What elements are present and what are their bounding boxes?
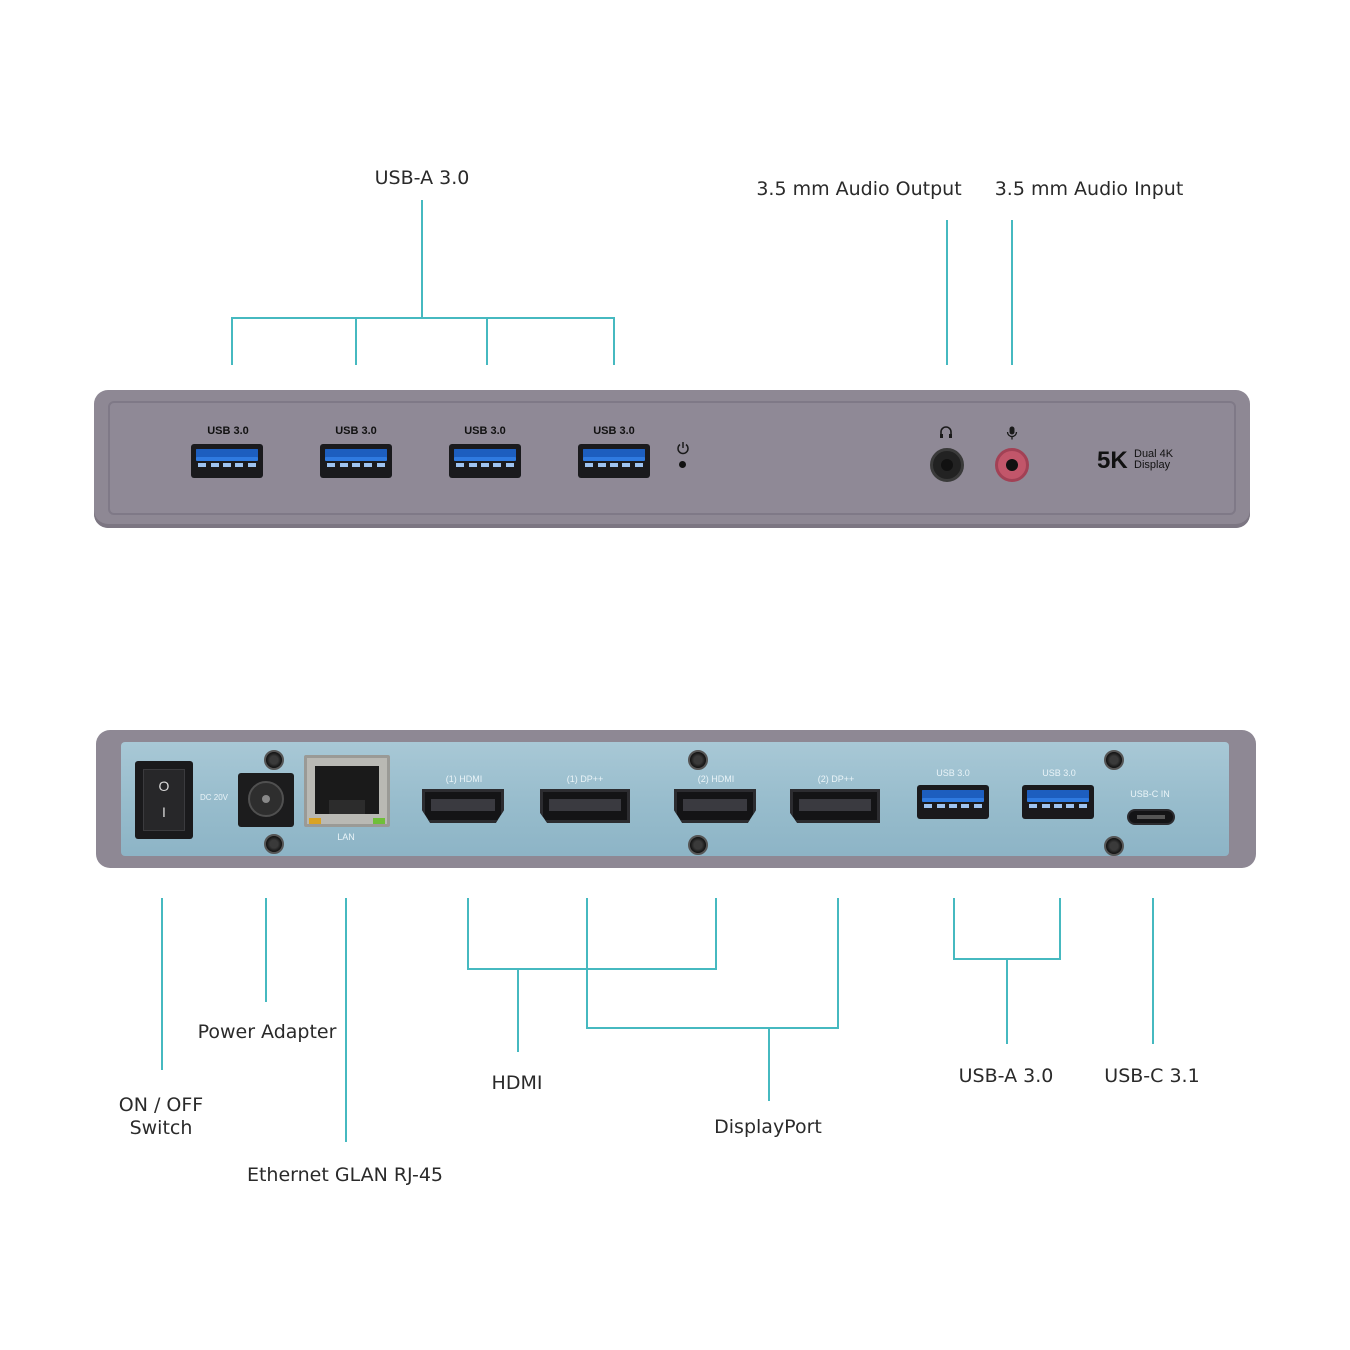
usbc-label: USB-C IN xyxy=(1130,789,1170,799)
switch-on-mark: I xyxy=(162,804,166,820)
audio-output-jack[interactable] xyxy=(930,448,964,482)
dc-label: DC 20V xyxy=(199,793,229,802)
hdmi-leader-bar xyxy=(467,968,717,970)
hdmi-callout: HDMI xyxy=(491,1072,543,1094)
usbc-leader xyxy=(1152,898,1154,1044)
brand-sub-line-1: Dual 4K xyxy=(1134,448,1174,460)
front-usb-leader-1 xyxy=(231,317,233,365)
ethernet-port[interactable] xyxy=(304,755,390,827)
front-usb-leader-3 xyxy=(486,317,488,365)
switch-off-mark: O xyxy=(158,778,170,794)
front-usb-label-2: USB 3.0 xyxy=(335,425,377,437)
rear-usb-leader-trunk xyxy=(1006,958,1008,1044)
rear-usb-port-2[interactable] xyxy=(1022,785,1094,819)
ethernet-callout: Ethernet GLAN RJ-45 xyxy=(246,1164,444,1186)
screw-bottom-usbc xyxy=(1104,836,1124,856)
headphone-icon xyxy=(940,426,952,438)
ethernet-leader xyxy=(345,898,347,1142)
screw-top-center xyxy=(688,750,708,770)
dp-1-label: (1) DP++ xyxy=(566,774,604,784)
dp-leader-trunk xyxy=(768,1027,770,1101)
displayport-1[interactable] xyxy=(540,789,630,823)
front-usb-label-1: USB 3.0 xyxy=(207,425,249,437)
rear-usb-leader-1 xyxy=(953,898,955,960)
power-adapter-leader xyxy=(265,898,267,1002)
usb-c-port[interactable] xyxy=(1127,809,1175,825)
on-off-leader xyxy=(161,898,163,1070)
brand-sub-line-2: Display xyxy=(1134,459,1171,471)
hdmi-2-label: (2) HDMI xyxy=(697,774,735,784)
power-led xyxy=(679,461,686,468)
front-usb-leader-2 xyxy=(355,317,357,365)
lan-led-green xyxy=(373,818,385,824)
usb-c-callout: USB-C 3.1 xyxy=(1104,1065,1200,1087)
front-usb-leader-4 xyxy=(613,317,615,365)
screw-bottom-center xyxy=(688,835,708,855)
dp-2-label: (2) DP++ xyxy=(817,774,855,784)
hdmi-port-2[interactable] xyxy=(674,789,756,823)
microphone-icon xyxy=(1006,426,1018,440)
dp-leader-bar xyxy=(586,1027,839,1029)
front-usb-label-3: USB 3.0 xyxy=(464,425,506,437)
hdmi-1-label: (1) HDMI xyxy=(445,774,483,784)
rear-usb-label-2: USB 3.0 xyxy=(1042,768,1076,778)
front-usb-port-3[interactable] xyxy=(449,444,521,478)
lan-led-amber xyxy=(309,818,321,824)
screw-top-usbc xyxy=(1104,750,1124,770)
front-panel xyxy=(108,401,1236,515)
hdmi-leader-2 xyxy=(715,898,717,970)
lan-label: LAN xyxy=(337,832,355,842)
front-usb-leader-trunk xyxy=(421,200,423,318)
dc-power-jack[interactable] xyxy=(238,773,294,827)
dp-leader-2 xyxy=(837,898,839,1028)
brand-5k-logo: 5K xyxy=(1097,447,1128,474)
hdmi-leader-trunk xyxy=(517,968,519,1052)
rear-usb-leader-2 xyxy=(1059,898,1061,960)
front-usb-port-1[interactable] xyxy=(191,444,263,478)
front-usb-label-4: USB 3.0 xyxy=(593,425,635,437)
front-usb-a-callout: USB-A 3.0 xyxy=(374,167,470,189)
hdmi-leader-1 xyxy=(467,898,469,970)
dp-leader-1 xyxy=(586,898,588,1028)
power-switch-rocker[interactable]: O I xyxy=(143,769,185,831)
front-usb-port-4[interactable] xyxy=(578,444,650,478)
on-off-callout-line-1: ON / OFF xyxy=(118,1094,204,1116)
on-off-callout-line-2: Switch xyxy=(129,1117,193,1139)
power-icon xyxy=(677,442,689,455)
on-off-callout: ON / OFF Switch xyxy=(119,1094,203,1140)
audio-input-leader xyxy=(1011,220,1013,365)
power-switch[interactable]: O I xyxy=(135,761,193,839)
brand-sub-text: Dual 4K Display xyxy=(1134,449,1173,471)
rear-usb-port-1[interactable] xyxy=(917,785,989,819)
audio-output-leader xyxy=(946,220,948,365)
hdmi-port-1[interactable] xyxy=(422,789,504,823)
audio-output-callout: 3.5 mm Audio Output xyxy=(756,178,962,200)
rear-usb-label-1: USB 3.0 xyxy=(936,768,970,778)
displayport-callout: DisplayPort xyxy=(714,1116,822,1138)
displayport-2[interactable] xyxy=(790,789,880,823)
audio-input-callout: 3.5 mm Audio Input xyxy=(994,178,1184,200)
rear-usb-a-callout: USB-A 3.0 xyxy=(958,1065,1054,1087)
power-adapter-callout: Power Adapter xyxy=(197,1021,337,1043)
front-usb-leader-bar xyxy=(231,317,614,319)
screw-bottom-dc xyxy=(264,834,284,854)
front-usb-port-2[interactable] xyxy=(320,444,392,478)
audio-input-jack[interactable] xyxy=(995,448,1029,482)
screw-top-dc xyxy=(264,750,284,770)
